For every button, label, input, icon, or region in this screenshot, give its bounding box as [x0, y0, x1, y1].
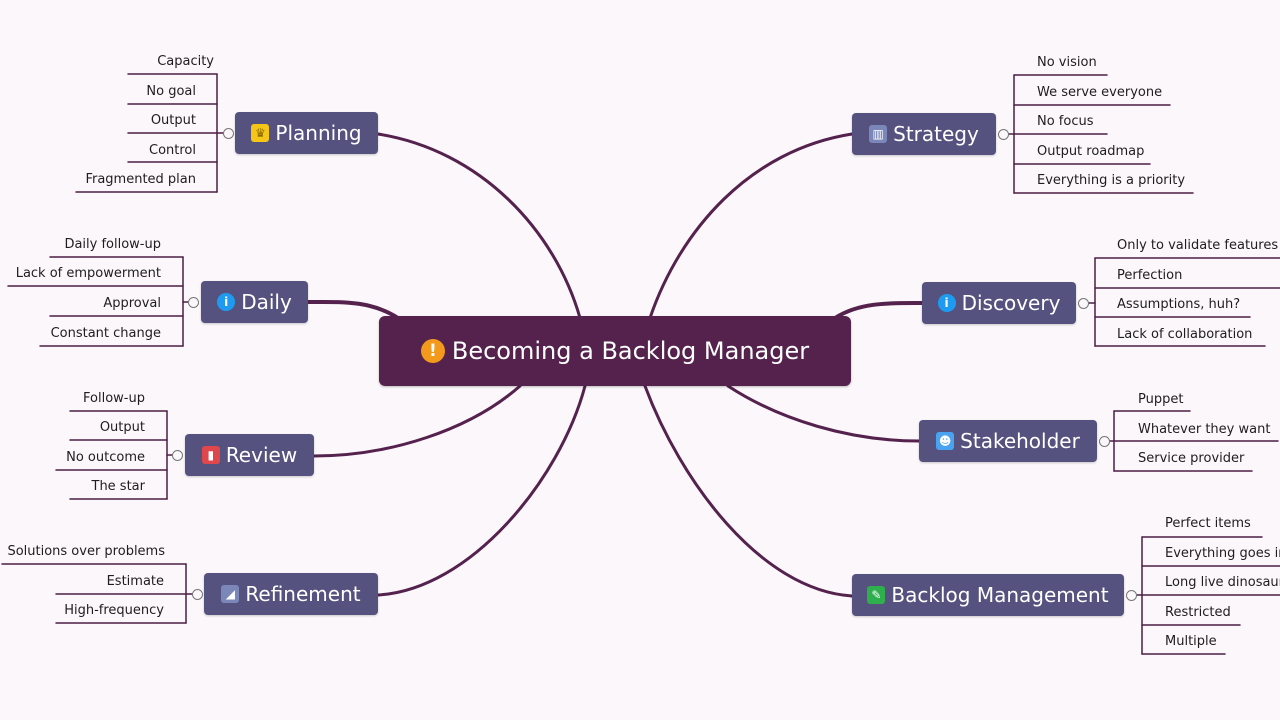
branch-line-strategy [648, 132, 854, 320]
topic-review[interactable]: ▮ Review [185, 434, 314, 476]
branch-line-daily [306, 299, 400, 320]
subtopic-service-provider[interactable]: Service provider [1138, 451, 1245, 466]
subtopic-output[interactable]: Output [150, 113, 196, 128]
subtopic-restricted[interactable]: Restricted [1165, 605, 1231, 620]
collapse-toggle-review[interactable] [172, 450, 183, 461]
subtopic-high-frequency[interactable]: High-frequency [64, 603, 164, 618]
thermometer-icon: ▮ [201, 446, 220, 464]
topic-label: Review [225, 443, 298, 467]
subtopic-daily-follow-up[interactable]: Daily follow-up [64, 237, 161, 252]
subtopic-lack-of-collaboration[interactable]: Lack of collaboration [1117, 327, 1253, 342]
subtopic-output[interactable]: Output [99, 420, 145, 435]
subtopic-follow-up[interactable]: Follow-up [83, 391, 145, 406]
topic-label: Daily [241, 290, 292, 314]
branch-line-backlog-management [643, 384, 854, 598]
topic-daily[interactable]: i Daily [201, 281, 308, 323]
topic-backlog-management[interactable]: ✎ Backlog Management [852, 574, 1124, 616]
branch-line-review [312, 384, 522, 458]
topic-label: Refinement [245, 582, 361, 606]
topic-label: Backlog Management [891, 583, 1109, 607]
collapse-toggle-stakeholder[interactable] [1099, 436, 1110, 447]
bar-chart-icon: ▥ [869, 125, 888, 143]
topic-discovery[interactable]: i Discovery [922, 282, 1076, 324]
topic-label: Strategy [893, 122, 979, 146]
collapse-toggle-refinement[interactable] [192, 589, 203, 600]
subtopic-multiple[interactable]: Multiple [1165, 634, 1217, 649]
central-topic[interactable]: ! Becoming a Backlog Manager [379, 316, 851, 386]
topic-label: Planning [275, 121, 362, 145]
subtopic-perfection[interactable]: Perfection [1117, 268, 1183, 283]
info-icon: i [217, 293, 236, 311]
branch-line-discovery [833, 300, 924, 320]
subtopic-estimate[interactable]: Estimate [106, 574, 164, 589]
trophy-icon: ♛ [251, 124, 270, 142]
subtopic-whatever-they-want[interactable]: Whatever they want [1138, 422, 1271, 437]
collapse-toggle-backlog-management[interactable] [1126, 590, 1137, 601]
collapse-toggle-strategy[interactable] [998, 129, 1009, 140]
subtopic-lack-of-empowerment[interactable]: Lack of empowerment [15, 266, 161, 281]
subtopic-capacity[interactable]: Capacity [157, 54, 214, 69]
subtopic-everything-goes-in[interactable]: Everything goes in [1165, 546, 1280, 561]
exclamation-icon: ! [420, 339, 445, 363]
collapse-toggle-planning[interactable] [223, 128, 234, 139]
subtopic-puppet[interactable]: Puppet [1138, 392, 1184, 407]
topic-refinement[interactable]: ◢ Refinement [204, 573, 378, 615]
subtopic-assumptions-huh[interactable]: Assumptions, huh? [1117, 297, 1241, 312]
subtopic-long-live-dinosaurs[interactable]: Long live dinosaurs [1165, 575, 1280, 590]
subtopic-control[interactable]: Control [149, 143, 196, 158]
subtopic-perfect-items[interactable]: Perfect items [1165, 516, 1251, 531]
subtopic-only-to-validate-features[interactable]: Only to validate features [1117, 238, 1279, 253]
subtopic-no-vision[interactable]: No vision [1037, 55, 1097, 70]
pencil-icon: ✎ [867, 586, 886, 604]
collapse-toggle-daily[interactable] [188, 297, 199, 308]
branch-line-planning [376, 132, 582, 320]
subtopic-solutions-over-problems[interactable]: Solutions over problems [7, 544, 165, 559]
subtopic-fragmented-plan[interactable]: Fragmented plan [85, 172, 196, 187]
topic-stakeholder[interactable]: ☻ Stakeholder [919, 420, 1097, 462]
subtopic-approval[interactable]: Approval [103, 296, 161, 311]
info-icon: i [937, 294, 956, 312]
subtopic-no-outcome[interactable]: No outcome [66, 450, 145, 465]
central-topic-label: Becoming a Backlog Manager [451, 337, 810, 365]
topic-planning[interactable]: ♛ Planning [235, 112, 378, 154]
subtopic-constant-change[interactable]: Constant change [50, 326, 161, 341]
topic-label: Discovery [961, 291, 1061, 315]
branch-line-refinement [376, 384, 587, 597]
branch-line-stakeholder [726, 384, 921, 443]
topic-label: Stakeholder [960, 429, 1080, 453]
topic-strategy[interactable]: ▥ Strategy [852, 113, 996, 155]
subtopic-no-focus[interactable]: No focus [1037, 114, 1094, 129]
subtopic-the-star[interactable]: The star [91, 479, 146, 494]
subtopic-we-serve-everyone[interactable]: We serve everyone [1037, 85, 1163, 100]
collapse-toggle-discovery[interactable] [1078, 298, 1089, 309]
people-icon: ☻ [936, 432, 955, 450]
subtopic-output-roadmap[interactable]: Output roadmap [1037, 144, 1145, 159]
subtopic-everything-is-a-priority[interactable]: Everything is a priority [1037, 173, 1186, 188]
chart-icon: ◢ [221, 585, 240, 603]
subtopic-no-goal[interactable]: No goal [146, 84, 196, 99]
